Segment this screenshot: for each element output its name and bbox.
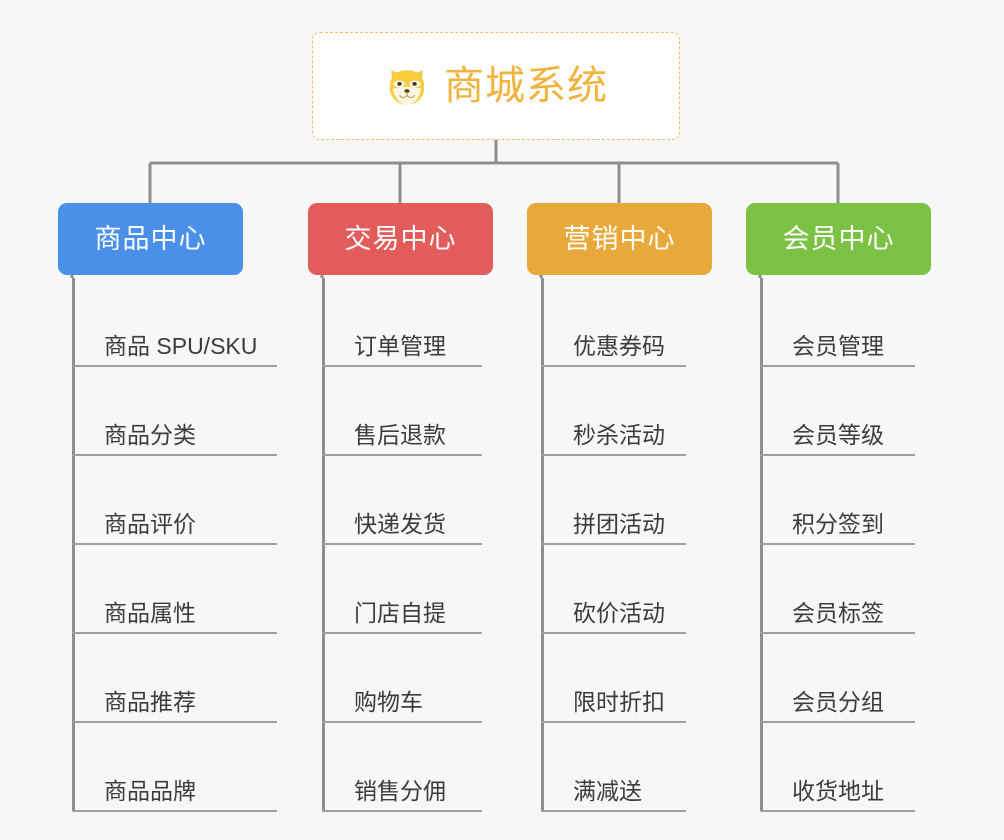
leaf-label: 满减送 bbox=[573, 778, 642, 805]
leaf-label: 积分签到 bbox=[792, 511, 884, 538]
leaf-item[interactable]: 购物车 bbox=[322, 634, 482, 723]
leaf-item[interactable]: 商品推荐 bbox=[72, 634, 277, 723]
category-box-member[interactable]: 会员中心 bbox=[746, 203, 931, 275]
category-label: 商品中心 bbox=[94, 223, 207, 254]
category-box-trade[interactable]: 交易中心 bbox=[308, 203, 493, 275]
leaf-item[interactable]: 满减送 bbox=[541, 723, 686, 812]
leaf-label: 收货地址 bbox=[792, 778, 884, 805]
leaf-label: 快递发货 bbox=[354, 511, 446, 538]
leaf-item[interactable]: 商品属性 bbox=[72, 545, 277, 634]
leaf-item[interactable]: 砍价活动 bbox=[541, 545, 686, 634]
leaf-label: 拼团活动 bbox=[573, 511, 665, 538]
leaf-rail-line bbox=[322, 278, 325, 812]
leaf-label: 会员分组 bbox=[792, 689, 884, 716]
leaf-rail-line bbox=[72, 278, 75, 812]
leaf-label: 商品属性 bbox=[104, 600, 196, 627]
leaf-item[interactable]: 快递发货 bbox=[322, 456, 482, 545]
leaf-item[interactable]: 会员等级 bbox=[760, 367, 915, 456]
leaf-rail-line bbox=[760, 278, 763, 812]
category-label: 营销中心 bbox=[563, 223, 676, 254]
leaf-label: 会员管理 bbox=[792, 333, 884, 360]
leaf-label: 砍价活动 bbox=[573, 600, 665, 627]
leaf-label: 商品 SPU/SKU bbox=[104, 333, 258, 360]
leaf-label: 订单管理 bbox=[354, 333, 446, 360]
leaf-item[interactable]: 收货地址 bbox=[760, 723, 915, 812]
leaf-label: 优惠券码 bbox=[573, 333, 665, 360]
leaf-label: 售后退款 bbox=[354, 422, 446, 449]
leaf-label: 商品评价 bbox=[104, 511, 196, 538]
leaf-label: 会员等级 bbox=[792, 422, 884, 449]
leaf-label: 购物车 bbox=[354, 689, 423, 716]
leaf-item[interactable]: 销售分佣 bbox=[322, 723, 482, 812]
leaf-item[interactable]: 商品品牌 bbox=[72, 723, 277, 812]
shiba-dog-face-icon bbox=[384, 63, 430, 109]
leaf-item[interactable]: 限时折扣 bbox=[541, 634, 686, 723]
leaf-item[interactable]: 商品 SPU/SKU bbox=[72, 278, 277, 367]
category-label: 交易中心 bbox=[344, 223, 457, 254]
leaf-item[interactable]: 优惠券码 bbox=[541, 278, 686, 367]
leaf-label: 秒杀活动 bbox=[573, 422, 665, 449]
leaf-item[interactable]: 拼团活动 bbox=[541, 456, 686, 545]
leaf-label: 门店自提 bbox=[354, 600, 446, 627]
leaf-label: 销售分佣 bbox=[354, 778, 446, 805]
leaf-item[interactable]: 会员管理 bbox=[760, 278, 915, 367]
leaf-item[interactable]: 商品评价 bbox=[72, 456, 277, 545]
leaf-item[interactable]: 秒杀活动 bbox=[541, 367, 686, 456]
category-label: 会员中心 bbox=[782, 223, 895, 254]
leaf-item[interactable]: 积分签到 bbox=[760, 456, 915, 545]
root-node[interactable]: 商城系统 bbox=[312, 32, 680, 140]
leaf-item[interactable]: 售后退款 bbox=[322, 367, 482, 456]
leaf-item[interactable]: 会员标签 bbox=[760, 545, 915, 634]
category-box-marketing[interactable]: 营销中心 bbox=[527, 203, 712, 275]
leaf-label: 商品分类 bbox=[104, 422, 196, 449]
leaf-label: 会员标签 bbox=[792, 600, 884, 627]
leaf-item[interactable]: 门店自提 bbox=[322, 545, 482, 634]
leaf-label: 限时折扣 bbox=[573, 689, 665, 716]
leaf-item[interactable]: 商品分类 bbox=[72, 367, 277, 456]
leaf-label: 商品品牌 bbox=[104, 778, 196, 805]
category-box-product[interactable]: 商品中心 bbox=[58, 203, 243, 275]
leaf-item[interactable]: 会员分组 bbox=[760, 634, 915, 723]
root-title: 商城系统 bbox=[444, 64, 608, 108]
leaf-item[interactable]: 订单管理 bbox=[322, 278, 482, 367]
leaf-rail-line bbox=[541, 278, 544, 812]
leaf-label: 商品推荐 bbox=[104, 689, 196, 716]
